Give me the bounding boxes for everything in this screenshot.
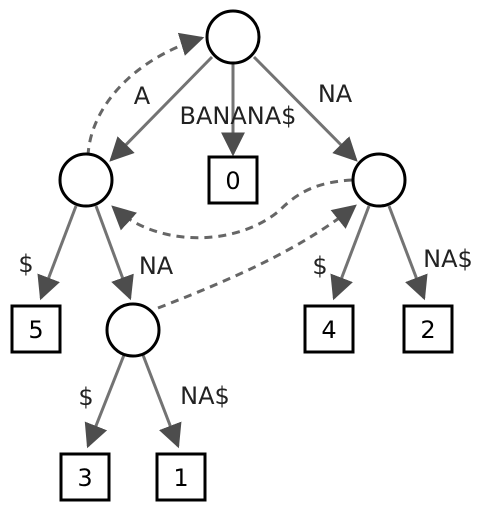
leaf-1: 1 xyxy=(155,452,207,502)
edge-na-to-leaf2 xyxy=(387,205,428,301)
edge-root-to-a xyxy=(109,55,214,162)
label-ana-to-leaf1: NA$ xyxy=(180,382,230,410)
label-na-to-leaf4: $ xyxy=(312,252,327,280)
svg-text:5: 5 xyxy=(28,316,43,344)
edge-root-to-na xyxy=(252,55,358,162)
leaf-5: 5 xyxy=(10,304,62,354)
svg-text:2: 2 xyxy=(420,316,435,344)
label-ana-to-leaf3: $ xyxy=(78,383,93,411)
edge-na-to-leaf4 xyxy=(330,205,371,301)
label-root-to-na: NA xyxy=(318,80,353,108)
suffix-link-na-to-a xyxy=(111,178,353,240)
svg-text:4: 4 xyxy=(321,316,336,344)
svg-text:1: 1 xyxy=(173,464,188,492)
leaf-0: 0 xyxy=(207,155,259,205)
edge-a-to-leaf5 xyxy=(37,205,78,301)
suffix-link-a-to-root xyxy=(86,32,205,157)
edge-a-to-ana xyxy=(94,205,134,301)
label-na-to-leaf2: NA$ xyxy=(423,245,473,273)
edge-ana-to-leaf3 xyxy=(84,354,126,449)
node-na xyxy=(351,152,407,208)
label-root-to-leaf0: BANANA$ xyxy=(180,102,297,130)
leaf-2: 2 xyxy=(402,304,454,354)
suffix-link-ana-to-na xyxy=(157,204,357,310)
root-node xyxy=(205,9,261,65)
leaf-3: 3 xyxy=(59,452,111,502)
label-a-to-ana: NA xyxy=(139,252,174,280)
label-a-to-leaf5: $ xyxy=(18,250,33,278)
svg-text:0: 0 xyxy=(225,167,240,195)
label-root-to-a: A xyxy=(134,82,151,110)
node-ana xyxy=(105,302,161,358)
node-a xyxy=(58,152,114,208)
svg-text:3: 3 xyxy=(77,464,92,492)
leaf-4: 4 xyxy=(303,304,355,354)
edge-ana-to-leaf1 xyxy=(141,354,182,449)
